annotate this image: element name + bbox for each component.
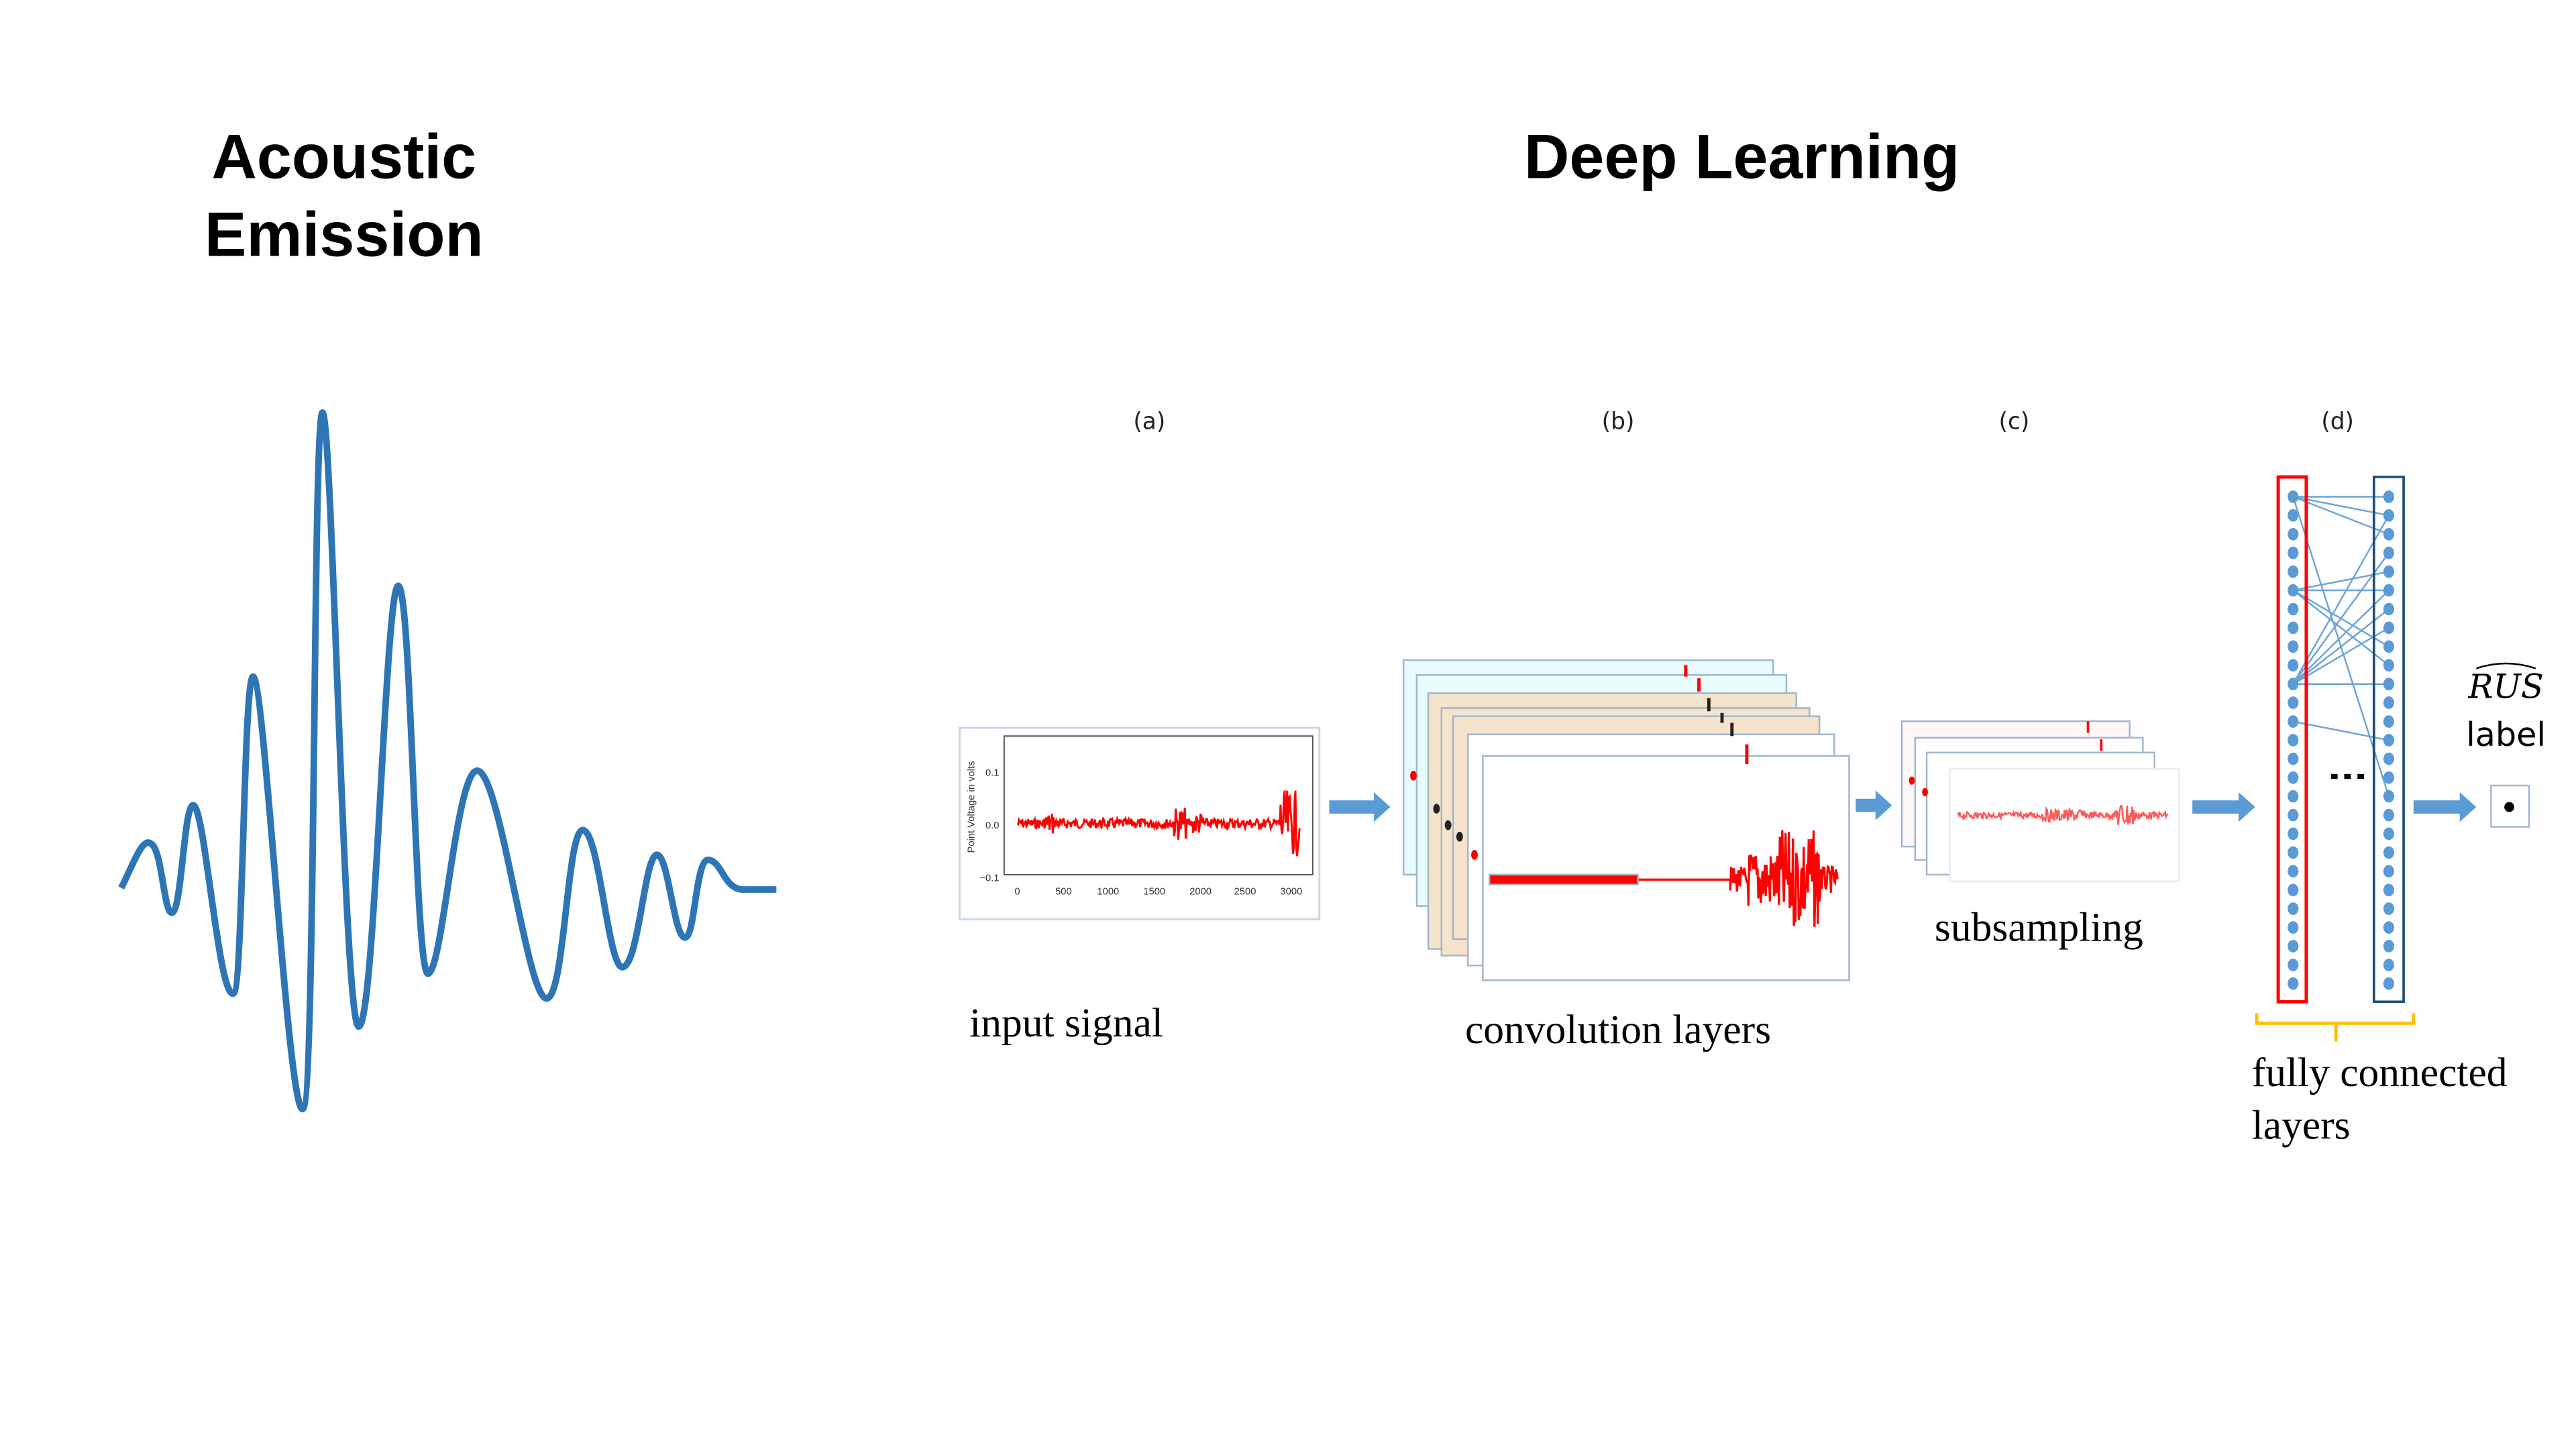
neuron-node [2383, 977, 2395, 990]
neuron-node [2383, 902, 2395, 915]
neuron-node [2383, 508, 2395, 522]
neuron-node [2288, 959, 2299, 971]
neuron-node [2288, 827, 2299, 841]
neuron-node [2288, 846, 2299, 859]
neuron-node [2288, 771, 2299, 784]
neuron-node [2383, 490, 2395, 503]
hat-icon [2475, 662, 2536, 669]
neuron-node [2383, 602, 2395, 616]
layers-bracket [2255, 1013, 2416, 1042]
input-signal-trace [1016, 790, 1301, 857]
neuron-node [2288, 808, 2299, 822]
conv-feature-trace [1489, 830, 1839, 927]
xtick: 2500 [1234, 886, 1256, 897]
hidden-layer-box [2372, 476, 2405, 1004]
neuron-node [2288, 883, 2299, 897]
arrow-icon [1329, 792, 1391, 822]
neuron-node [2383, 584, 2395, 597]
acoustic-waveform [118, 409, 777, 1113]
ytick: 0.1 [985, 767, 1000, 778]
input-layer-box [2276, 475, 2308, 1004]
subsampled-trace [1957, 804, 2169, 825]
input-signal-caption: input signal [969, 1000, 1163, 1046]
arrow-icon [1856, 790, 1892, 820]
stage-label-d: (d) [2321, 409, 2354, 435]
output-node-dot [2504, 802, 2514, 812]
subsampling-stack [1900, 720, 2180, 882]
neuron-node [2288, 659, 2299, 672]
acoustic-title-line1: Acoustic [211, 121, 476, 192]
neuron-node [2288, 584, 2299, 597]
neuron-node [2288, 640, 2299, 653]
ytick: 0.0 [985, 820, 1000, 831]
ytick: −0.1 [979, 873, 999, 884]
neuron-node [2383, 565, 2395, 578]
fully-connected-caption-line2: layers [2252, 1102, 2351, 1148]
input-plot-ylabel: Point Voltage in volts [967, 761, 977, 853]
neuron-node [2288, 902, 2299, 915]
neuron-node [2383, 527, 2395, 541]
neuron-node [2288, 621, 2299, 635]
neuron-node [2288, 602, 2299, 616]
xtick: 2000 [1189, 886, 1212, 897]
xtick: 3000 [1281, 886, 1303, 897]
output-label: label [2466, 715, 2546, 754]
acoustic-title-line2: Emission [205, 199, 484, 269]
neuron-node [2288, 508, 2299, 522]
stage-label-a: (a) [1133, 409, 1165, 435]
deep-learning-title: Deep Learning [1524, 121, 1960, 192]
neuron-node [2288, 790, 2299, 803]
neuron-node [2288, 715, 2299, 728]
neuron-node [2288, 977, 2299, 990]
input-signal-plot: Point Voltage in volts 0.1 0.0 −0.1 0 50… [958, 727, 1321, 920]
stage-label-b: (b) [1602, 409, 1635, 435]
neuron-node [2288, 527, 2299, 541]
neuron-node [2383, 546, 2395, 559]
neuron-node [2383, 846, 2395, 859]
neuron-node [2288, 696, 2299, 709]
neuron-node [2288, 734, 2299, 747]
ellipsis-icon [2330, 773, 2365, 780]
neuron-node [2383, 659, 2395, 672]
neuron-node [2383, 827, 2395, 841]
xtick: 500 [1055, 886, 1072, 897]
neuron-node [2383, 715, 2395, 728]
conv-feature-baseline [1488, 873, 1639, 885]
xtick: 1500 [1143, 886, 1165, 897]
subsampling-caption: subsampling [1935, 904, 2143, 950]
neuron-node [2383, 771, 2395, 784]
neuron-node [2383, 696, 2395, 709]
fully-connected-layers [2255, 475, 2416, 1042]
neuron-node [2383, 865, 2395, 878]
neuron-node [2383, 883, 2395, 897]
arrow-icon [2192, 792, 2255, 822]
fully-connected-caption-line1: fully connected [2252, 1050, 2508, 1095]
neuron-node [2288, 678, 2299, 691]
convolution-layers-caption: convolution layers [1465, 1007, 1771, 1053]
neuron-node [2383, 752, 2395, 765]
xtick: 1000 [1097, 886, 1119, 897]
convolution-layer-stack [1402, 659, 1850, 981]
neuron-node [2288, 565, 2299, 578]
neuron-node [2288, 940, 2299, 953]
neuron-node [2383, 640, 2395, 653]
neuron-node [2288, 546, 2299, 559]
neuron-node [2383, 940, 2395, 953]
neuron-node [2288, 490, 2299, 503]
neuron-node [2383, 678, 2395, 691]
neuron-node [2383, 808, 2395, 822]
neuron-node [2383, 959, 2395, 971]
neuron-node [2288, 921, 2299, 934]
neuron-node [2383, 921, 2395, 934]
arrow-icon [2413, 792, 2477, 822]
stage-label-c: (c) [1999, 409, 2030, 435]
neuron-node [2383, 790, 2395, 803]
neuron-node [2288, 865, 2299, 878]
neuron-node [2383, 734, 2395, 747]
neuron-node [2288, 752, 2299, 765]
neuron-node [2383, 621, 2395, 635]
xtick: 0 [1014, 886, 1020, 897]
rus-symbol: RUS [2467, 667, 2543, 706]
